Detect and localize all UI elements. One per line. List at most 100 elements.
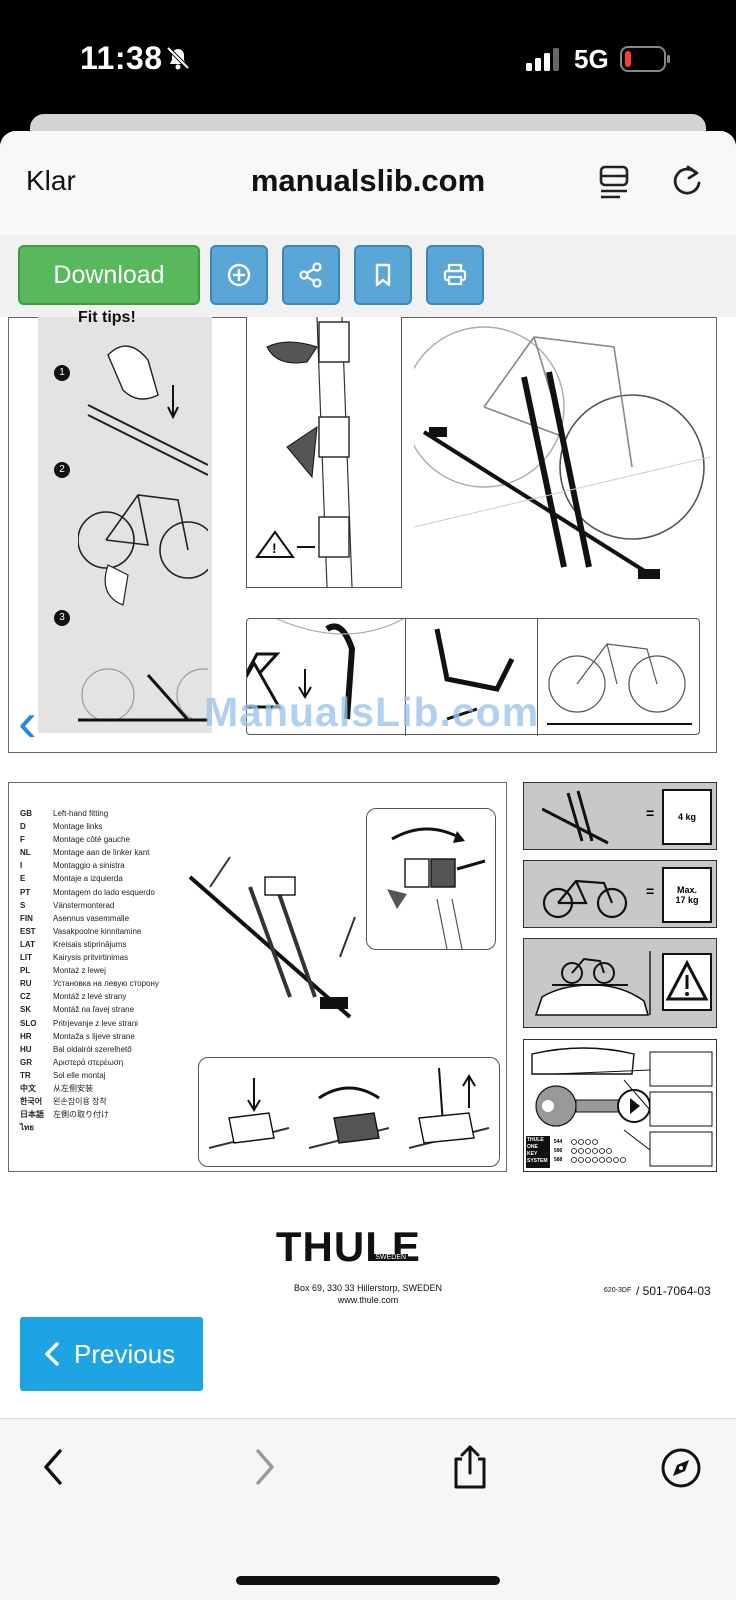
language-text: Montaža s lijeve strane: [53, 1031, 135, 1041]
compass-icon[interactable]: [660, 1447, 702, 1489]
reload-icon[interactable]: [668, 161, 706, 201]
status-time: 11:38: [80, 40, 163, 76]
part-number: / 501-7064-03: [636, 1284, 711, 1298]
language-text: Установка на левую сторону: [53, 979, 159, 989]
language-code: LIT: [20, 953, 32, 963]
language-row: HR Montaža s lijeve strane: [20, 1030, 159, 1043]
language-text: Montage links: [53, 822, 103, 832]
bike-max-label: Max.: [676, 885, 697, 895]
detail-box-tool: [366, 808, 496, 950]
strip-divider: [537, 619, 538, 736]
back-icon[interactable]: [38, 1447, 70, 1487]
language-text: Asennus vasemmalle: [53, 913, 130, 923]
fit-tips-heading: Fit tips!: [78, 309, 136, 326]
printer-icon: [443, 263, 467, 286]
key-code: 588: [554, 1157, 563, 1163]
done-button[interactable]: Klar: [26, 165, 76, 196]
key-system-box: THULE ONE KEY SYSTEM 544 596 588: [523, 1039, 717, 1172]
manual-page-fitting: [8, 782, 507, 1172]
language-text: Kairysis pritvirtinimas: [53, 953, 129, 963]
thule-brand: THULE: [275, 1223, 421, 1270]
home-indicator: [236, 1576, 500, 1585]
language-text: Pritrjevanje z leve strani: [53, 1018, 138, 1028]
print-button[interactable]: [426, 245, 484, 305]
language-text: Montagem do lado esquerdo: [53, 887, 155, 897]
browser-sheet: Klar manualslib.com Download: [0, 131, 736, 1600]
prev-page-chevron-icon[interactable]: ‹: [18, 690, 37, 753]
language-row: LIT Kairysis pritvirtinimas: [20, 951, 159, 964]
language-code: RU: [20, 979, 32, 989]
rack-weight-value: 4 kg: [662, 789, 712, 845]
language-code: PT: [20, 887, 31, 897]
language-code: D: [20, 822, 26, 832]
language-text: Montáž z levé strany: [53, 992, 127, 1002]
download-button[interactable]: Download: [18, 245, 200, 305]
language-text: 左側の取り付け: [53, 1110, 109, 1120]
language-code: I: [20, 861, 23, 871]
language-row: E Montaje a izquierda: [20, 872, 159, 885]
browser-bottom-bar: [0, 1418, 736, 1600]
step-3-badge: 3: [54, 610, 70, 626]
language-code: 한국어: [20, 1097, 43, 1107]
language-text: Vasakpoolne kinnitamine: [53, 926, 142, 936]
manual-toolbar: Download: [0, 235, 736, 317]
add-button[interactable]: [210, 245, 268, 305]
key-system-badge: THULE ONE KEY SYSTEM: [526, 1136, 550, 1168]
language-text: Αριστερά στερέωση: [53, 1057, 124, 1067]
forward-icon[interactable]: [248, 1447, 280, 1487]
car-with-bike-icon: [534, 951, 651, 1016]
language-text: Montaż z lewej: [53, 966, 106, 976]
language-code: 中文: [20, 1083, 36, 1093]
language-text: Montage côté gauche: [53, 835, 130, 845]
language-code: HR: [20, 1031, 32, 1041]
chevron-left-icon: [45, 1342, 59, 1366]
previous-page-button[interactable]: Previous: [20, 1317, 203, 1391]
rack-weight-box: = 4 kg: [523, 782, 717, 850]
language-row: GR Αριστερά στερέωση: [20, 1056, 159, 1069]
language-code: 日本語: [20, 1110, 44, 1120]
watermark: ManualsLib.com: [204, 689, 540, 735]
fit-tips-illustration: [78, 345, 208, 722]
key-system-line: ONE: [527, 1144, 538, 1150]
language-code: FIN: [20, 913, 33, 923]
language-text: Montaje a izquierda: [53, 874, 123, 884]
language-code: HU: [20, 1044, 32, 1054]
language-row: D Montage links: [20, 820, 159, 833]
language-code: GR: [20, 1057, 32, 1067]
language-row: PT Montagem do lado esquerdo: [20, 886, 159, 899]
website: www.thule.com: [337, 1295, 399, 1305]
warning-panel: [662, 953, 712, 1011]
detail-box-clamp: !: [246, 316, 402, 588]
share-icon[interactable]: [450, 1443, 490, 1491]
bell-muted-icon: [166, 46, 190, 70]
step-2-badge: 2: [54, 462, 70, 478]
bookmark-button[interactable]: [354, 245, 412, 305]
language-text: Montáž na ľavej strane: [53, 1005, 135, 1015]
reader-mode-icon[interactable]: [598, 161, 634, 201]
language-text: Sol elle montaj: [53, 1070, 106, 1080]
language-code: ไทย: [20, 1123, 34, 1133]
language-code: E: [20, 874, 26, 884]
language-row: FIN Asennus vasemmalle: [20, 912, 159, 925]
bike-weight-box: = Max. 17 kg: [523, 860, 717, 928]
key-code: 596: [554, 1148, 563, 1154]
equals-sign: =: [646, 805, 655, 821]
bicycle-icon: [542, 879, 628, 919]
equals-sign: =: [646, 883, 655, 899]
language-text: Montage aan de linker kant: [53, 848, 150, 858]
document-code: 620-3DF: [604, 1287, 632, 1294]
mounting-illustration: [208, 1067, 490, 1149]
height-warning-box: [523, 938, 717, 1028]
bookmark-icon: [375, 263, 391, 287]
share-button[interactable]: [282, 245, 340, 305]
battery-icon: [620, 46, 670, 72]
tool-illustration: [387, 827, 486, 950]
